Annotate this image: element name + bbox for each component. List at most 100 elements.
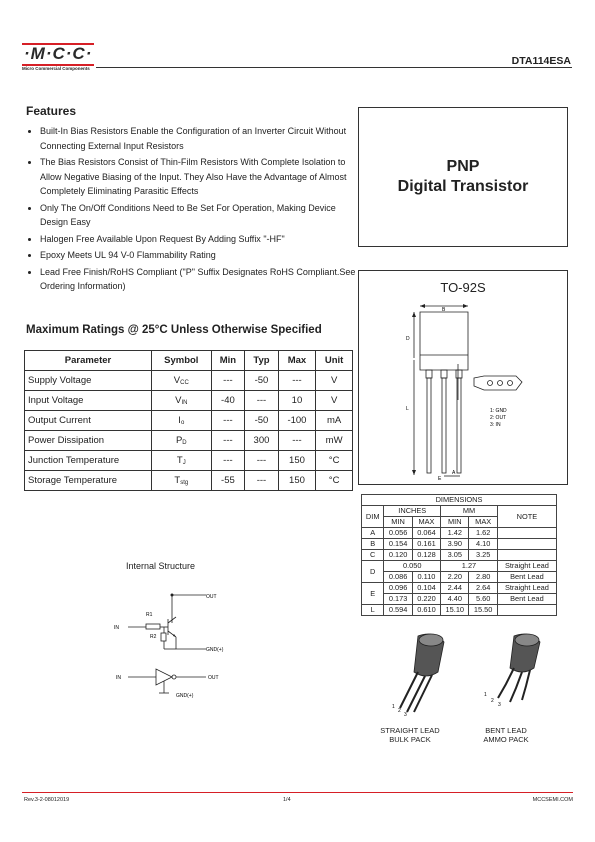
note-header: NOTE (496, 505, 558, 528)
note-cell: Bent Lead (496, 571, 558, 583)
caption-line: BENT LEAD (485, 726, 527, 735)
table-row: 0.173 0.220 4.40 5.60 Bent Lead (362, 593, 558, 605)
typ-cell: --- (244, 390, 279, 411)
table-row: Output Current Io --- -50 -100 mA (24, 410, 353, 431)
value-cell: 0.104 (411, 582, 442, 594)
typ-cell: 300 (244, 430, 279, 451)
dim-label-a: A (452, 470, 456, 476)
value-cell: 5.60 (468, 593, 498, 605)
param-cell: Output Current (24, 410, 152, 431)
value-cell: 2.44 (440, 582, 470, 594)
max-cell: 10 (277, 390, 317, 411)
table-row: Supply Voltage VCC --- -50 --- V (24, 370, 353, 391)
table-row: D 0.050 1.27 Straight Lead (360, 560, 558, 583)
straight-lead-transistor-image: 1 2 3 (392, 633, 445, 718)
typ-cell: -50 (244, 410, 279, 431)
table-row: E 0.096 0.104 2.44 2.64 Straight Lead (360, 582, 558, 605)
features-title: Features (26, 104, 77, 118)
value-cell: 0.128 (411, 549, 442, 561)
max-header: MAX (468, 516, 498, 528)
note-cell (496, 527, 558, 539)
table-row: Junction Temperature TJ --- --- 150 °C (24, 450, 353, 471)
symbol-cell: VCC (151, 370, 212, 391)
max-cell: --- (277, 370, 317, 391)
value-cell: 1.27 (440, 560, 498, 572)
typ-cell: -50 (244, 370, 279, 391)
value-cell: 4.40 (440, 593, 470, 605)
internal-structure-schematic: OUT R1 IN R2 GND(+) IN OUT GND(+) (114, 593, 224, 699)
dim-label-d: D (406, 336, 410, 342)
to92-body (413, 305, 469, 477)
symbol-cell: PD (151, 430, 212, 451)
pin-label-3: 3: IN (490, 422, 501, 428)
label-out-2: OUT (208, 675, 219, 681)
table-header-row: Parameter Symbol Min Typ Max Unit (24, 350, 353, 371)
max-header: MAX (411, 516, 442, 528)
max-cell: 150 (277, 450, 317, 471)
value-cell: 0.086 (383, 571, 413, 583)
value-cell: 3.25 (468, 549, 498, 561)
pin-label-2: 2: OUT (490, 415, 506, 421)
symbol-cell: VIN (151, 390, 212, 411)
dim-subheader-row: MIN MAX MIN MAX (362, 516, 557, 528)
value-cell: 0.056 (383, 527, 413, 539)
feature-item: Built-In Bias Resistors Enable the Confi… (40, 124, 360, 153)
value-cell: 0.154 (383, 538, 413, 550)
dim-label-e: E (438, 476, 442, 480)
dim-cell: D (360, 560, 385, 583)
value-cell: 0.594 (383, 604, 413, 616)
feature-item: The Bias Resistors Consist of Thin-Film … (40, 155, 360, 199)
caption-line: AMMO PACK (483, 735, 529, 744)
value-cell: 0.161 (411, 538, 442, 550)
logo-text: ·M·C·C· (24, 44, 93, 63)
pin-num: 1 (484, 692, 487, 698)
value-cell: 15.10 (440, 604, 470, 616)
max-cell: --- (277, 430, 317, 451)
device-polarity: PNP (446, 158, 480, 175)
min-cell: --- (210, 410, 246, 431)
max-cell: 150 (277, 470, 317, 491)
min-cell: --- (210, 450, 246, 471)
logo-subtitle: Micro Commercial Components (22, 66, 90, 71)
unit-cell: mA (315, 410, 353, 431)
internal-structure-title: Internal Structure (126, 561, 196, 571)
pin-num: 3 (404, 712, 407, 718)
unit-cell: V (315, 370, 353, 391)
table-row: Input Voltage VIN -40 --- 10 V (24, 390, 353, 411)
symbol-cell: Tstg (151, 470, 212, 491)
value-cell: 2.64 (468, 582, 498, 594)
value-cell: 2.80 (468, 571, 498, 583)
param-cell: Junction Temperature (24, 450, 152, 471)
table-row: Power Dissipation PD --- 300 --- mW (24, 430, 353, 451)
revision-text: Rev.3-2-08012019 (24, 797, 70, 803)
unit-cell: mW (315, 430, 353, 451)
dim-col-header: DIM (360, 505, 385, 528)
part-number: DTA114ESA (511, 55, 571, 67)
feature-item: Epoxy Meets UL 94 V-0 Flammability Ratin… (40, 248, 360, 263)
logo-rule-top (22, 43, 94, 45)
unit-cell: °C (315, 470, 353, 491)
note-cell: Straight Lead (496, 582, 558, 594)
table-row: A 0.056 0.064 1.42 1.62 (360, 527, 558, 539)
straight-lead-caption: STRAIGHT LEAD BULK PACK (372, 726, 448, 744)
feature-item: Lead Free Finish/RoHS Compliant ("P" Suf… (40, 265, 360, 294)
dim-label-l: L (406, 406, 409, 412)
min-cell: -40 (210, 390, 246, 411)
label-r1: R1 (146, 612, 153, 618)
max-ratings-table: Parameter Symbol Min Typ Max Unit Supply… (24, 350, 353, 491)
value-cell: 1.42 (440, 527, 470, 539)
label-in-1: IN (114, 625, 119, 631)
dim-title-row: DIMENSIONS (361, 494, 557, 506)
unit-cell: °C (315, 450, 353, 471)
header-rule (96, 67, 572, 68)
symbol-cell: TJ (151, 450, 212, 471)
table-row: 0.086 0.110 2.20 2.80 Bent Lead (362, 571, 558, 583)
logo-rule-bottom (22, 64, 94, 66)
inches-header: INCHES (383, 505, 442, 517)
table-row: C 0.120 0.128 3.05 3.25 (360, 549, 558, 561)
note-cell: Bent Lead (496, 593, 558, 605)
label-r2: R2 (150, 634, 157, 640)
package-box: TO-92S (358, 270, 568, 485)
max-cell: -100 (277, 410, 317, 431)
col-header: Parameter (24, 350, 152, 371)
